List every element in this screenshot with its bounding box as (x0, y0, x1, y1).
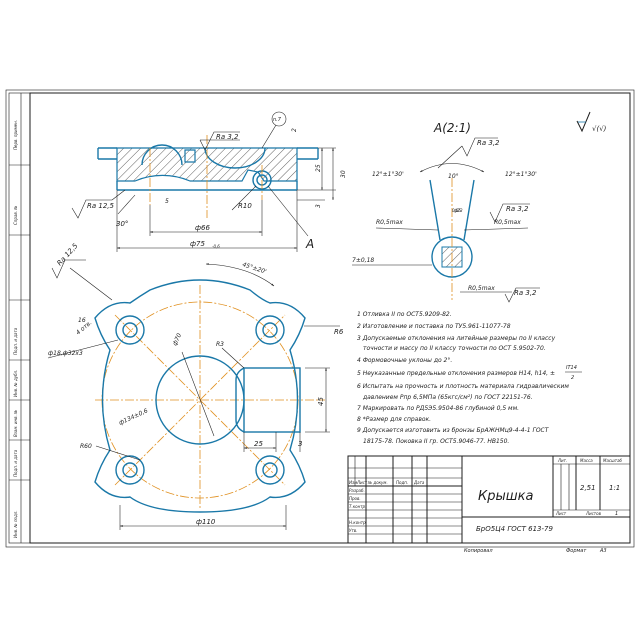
detail-7-018: 7±0,18 (352, 257, 374, 264)
dim-2: 2 (291, 128, 298, 132)
note-ref-n7: n.7 (273, 117, 282, 123)
stamp-field-2: Справ. № (13, 206, 18, 225)
note-5: 5 Неуказанные предельные отклонения разм… (357, 370, 555, 377)
note-2: 2 Изготовление и поставка по ТУ5.961-110… (357, 323, 511, 330)
note-5-denominator: 2 (571, 375, 574, 381)
detail-r05-right: R0,5max (494, 219, 521, 226)
tb-role-razrab: Разраб. (349, 488, 365, 493)
side-stamp: Перв. примен. Справ. № Подп. и дата Инв.… (8, 92, 31, 544)
dim-25: 25 (315, 164, 322, 172)
note-1: 1 Отливка II по ОСТ5.9209-82. (357, 311, 452, 318)
plan-view (94, 279, 325, 513)
tb-sheets-value: 1 (615, 511, 618, 517)
stamp-field-5: Взам. инв. № (13, 410, 18, 437)
top-section-view (97, 135, 319, 218)
dim-phi75: ф75 (190, 240, 205, 248)
note-4: 4 Формовочные уклоны до 2°. (357, 357, 452, 364)
title-block: Изм Лист № докум. Подп. Дата Разраб. Про… (347, 455, 631, 554)
roughness-general-label: √(√) (592, 125, 607, 133)
note-3b: точности и массу по II классу точности п… (363, 345, 546, 352)
plan-3: 3 (298, 440, 302, 448)
plan-25: 25 (254, 440, 263, 448)
part-name: Крышка (478, 489, 533, 504)
flange-outline (94, 279, 306, 513)
section-a-label: A (305, 237, 314, 251)
plan-r6: R6 (334, 328, 344, 336)
detail-title: A(2:1) (433, 121, 471, 135)
detail-angle-right: 12°±1°30' (505, 171, 537, 178)
note-6b: давлением Рпр 6,5МПа (65кгс/см²) по ГОСТ… (362, 394, 533, 401)
detail-ra-3-2-b: Ra 3,2 (506, 205, 529, 213)
tb-rev-date: Дата (413, 480, 425, 485)
tb-scale-value: 1:1 (609, 484, 620, 492)
tb-format-label: Формат (566, 548, 587, 554)
dim-ra-3-2-top: Ra 3,2 (216, 133, 239, 141)
tb-format-value: А3 (599, 548, 607, 554)
detail-angle-10: 10° (448, 173, 459, 180)
tb-role-prov: Пров. (349, 496, 361, 501)
plan-16: 16 (78, 317, 86, 324)
plan-phi110: ф110 (196, 518, 216, 526)
note-8: 8 *Размер для справок. (357, 416, 431, 423)
plan-phi70: ф70 (171, 332, 183, 347)
tb-sheet-label: Лист (555, 511, 567, 516)
detail-r05-left: R0,5max (376, 219, 403, 226)
dim-phi75-tol: -0,6 (212, 244, 220, 249)
technical-notes: 1 Отливка II по ОСТ5.9209-82. 2 Изготовл… (357, 311, 582, 445)
tb-scale-header: Масштаб (603, 458, 623, 463)
tb-role-tkontr: Т.контр. (349, 504, 366, 509)
general-roughness-symbol: √(√) (576, 111, 607, 133)
dim-3-top: 3 (315, 204, 322, 208)
stamp-field-6: Подп. и дата (13, 449, 18, 477)
dim-phi66: ф66 (195, 224, 210, 232)
dim-ra-12-5-top: Ra 12,5 (87, 202, 115, 210)
detail-005: 0,05 (452, 208, 461, 213)
dim-5: 5 (165, 198, 169, 205)
tb-sheets-label: Листов (585, 511, 602, 516)
outer-frame (5, 89, 635, 548)
tb-rev-doc: № докум. (367, 480, 388, 485)
plan-45: 45 (317, 397, 325, 406)
note-9b: 18175-78. Поковка II гр. ОСТ5.9046-77. Н… (363, 438, 509, 445)
note-3a: 3 Допускаемые отклонения на литейные раз… (357, 335, 556, 342)
dim-30: 30 (340, 170, 347, 178)
tb-lit-header: Лит. (557, 458, 567, 463)
dim-r10: R10 (238, 202, 252, 210)
stamp-field-7: Инв. № подл. (13, 510, 18, 538)
detail-ra-3-2-a: Ra 3,2 (477, 139, 500, 147)
note-9a: 9 Допускается изготовить из бронзы БрАЖН… (357, 427, 550, 434)
stamp-field-3: Подп. и дата (13, 327, 18, 355)
tb-mass-value: 2,51 (580, 484, 596, 492)
plan-r3: R3 (216, 341, 224, 348)
detail-ra-3-2-c: Ra 3,2 (514, 289, 537, 297)
stamp-field-4: Инв. № дубл. (13, 370, 18, 397)
detail-angle-left: 12°±1°30' (372, 171, 404, 178)
note-7: 7 Маркировать по РД5Э5.9504-86 глубиной … (357, 405, 519, 412)
top-view-dimensions: Ra 3,2 Ra 12,5 30° 5 R10 ф66 ф75 -0,6 25… (71, 111, 347, 252)
plan-45deg: 45°±20' (241, 261, 267, 275)
plan-ra-12-5: Ra 12,5 (56, 242, 80, 268)
tb-role-nkontr: Н.контр. (349, 520, 367, 525)
plan-r60: R60 (80, 443, 92, 450)
tb-rev-izm: Изм (349, 480, 357, 485)
tb-rev-list: Лист (356, 480, 368, 485)
detail-r05-bottom: R0,5max (468, 285, 495, 292)
part-material: БрО5Ц4 ГОСТ 613-79 (476, 525, 553, 533)
stamp-field-1: Перв. примен. (13, 120, 18, 150)
detail-view-a: A(2:1) Ra 3,2 12°±1°30' 10° 12°±1°30' 0,… (352, 121, 540, 303)
tb-role-utv: Утв. (349, 528, 357, 533)
note-5-numerator: IT14 (566, 365, 577, 371)
plan-phi134: ф134±0,6 (118, 407, 149, 427)
detail-phi23: ф23 (454, 208, 463, 213)
note-6a: 6 Испытать на прочность и плотность мате… (357, 383, 569, 390)
tb-mass-header: Масса (580, 458, 593, 463)
tb-copied: Копировал (464, 548, 493, 554)
tb-rev-sign: Подп. (396, 480, 408, 485)
dim-30deg: 30° (116, 220, 128, 228)
